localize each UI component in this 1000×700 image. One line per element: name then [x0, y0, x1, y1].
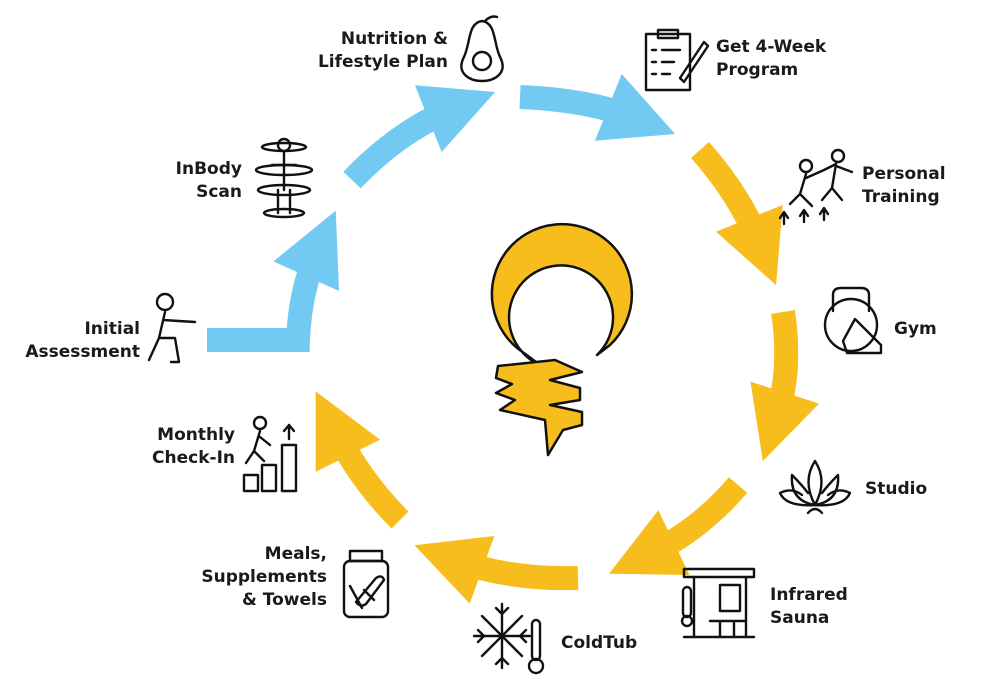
arrow-blue-3: [519, 73, 676, 141]
arrow-yellow-4: [414, 536, 579, 604]
label-personal-training: Personal Training: [862, 164, 946, 207]
arrow-yellow-3: [609, 477, 748, 575]
label-meals-supplements: Meals, Supplements & Towels: [201, 544, 327, 610]
arrow-blue-2: [343, 85, 496, 189]
arrow-yellow-2: [750, 310, 820, 462]
arrow-yellow-1: [690, 142, 783, 286]
squat-person-icon: [145, 290, 200, 370]
label-initial-assessment: Initial Assessment: [25, 319, 140, 362]
snowflake-thermometer-icon: [468, 598, 548, 678]
clipboard-icon: [640, 28, 710, 93]
arrow-yellow-5: [315, 391, 409, 529]
lightbulb-icon: [490, 222, 634, 457]
label-infrared-sauna: Infrared Sauna: [770, 585, 848, 628]
climbing-people-icon: [778, 148, 860, 226]
avocado-icon: [455, 15, 510, 85]
kettlebell-icon: [815, 285, 885, 360]
label-inbody-scan: InBody Scan: [175, 159, 242, 202]
label-get-program: Get 4-Week Program: [716, 37, 827, 80]
label-coldtub: ColdTub: [561, 633, 638, 653]
label-nutrition-plan: Nutrition & Lifestyle Plan: [317, 29, 448, 72]
label-studio: Studio: [865, 479, 928, 499]
stairs-progress-icon: [240, 415, 302, 493]
sauna-icon: [680, 565, 758, 640]
arrow-blue-1: [207, 210, 340, 352]
supplement-jar-icon: [340, 548, 392, 620]
label-monthly-checkin: Monthly Check-In: [152, 425, 235, 468]
lotus-icon: [778, 455, 853, 520]
body-scan-icon: [252, 135, 317, 220]
label-gym: Gym: [894, 319, 937, 339]
